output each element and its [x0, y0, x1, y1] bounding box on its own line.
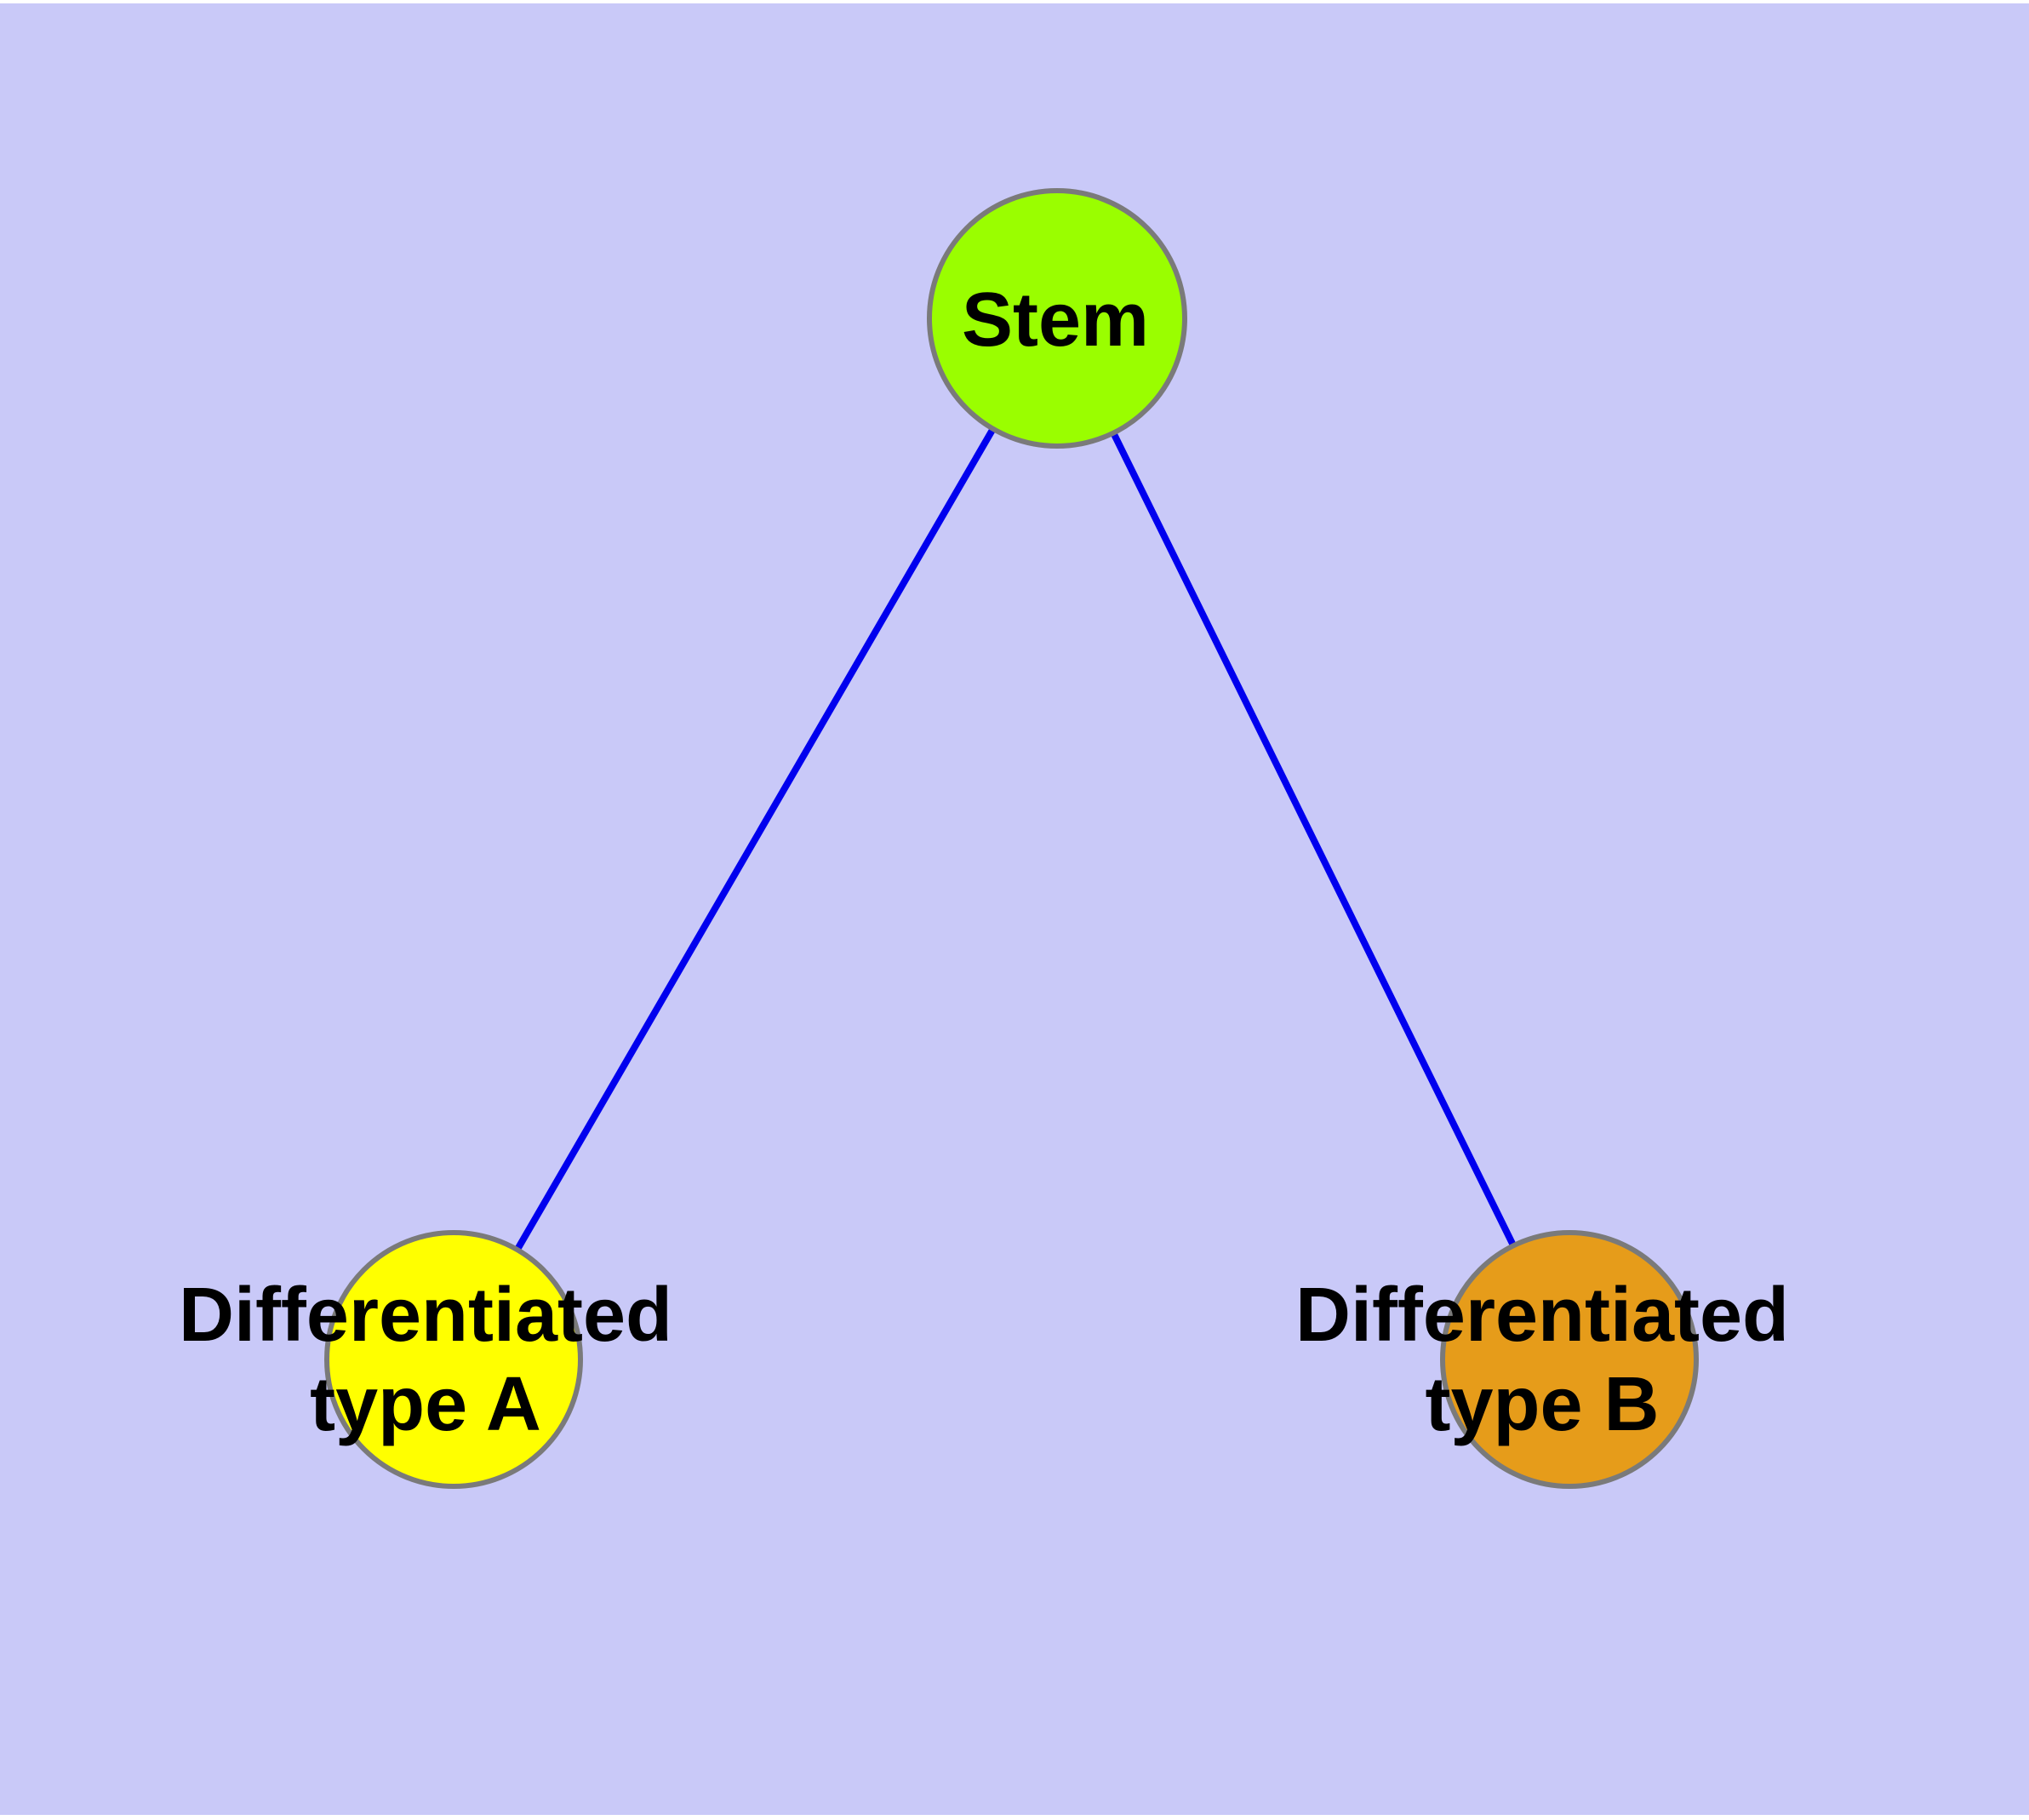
node-type-a	[324, 1230, 583, 1489]
page-margin-top	[0, 0, 2029, 3]
node-stem	[927, 188, 1187, 449]
node-stem-label: Stem	[962, 278, 1149, 363]
node-type-a-label-line2: type A	[310, 1362, 541, 1447]
node-type-b-label-line1: Differentiated	[1295, 1273, 1789, 1358]
node-type-b	[1440, 1230, 1699, 1489]
edge-stem-to-type-a	[450, 315, 1060, 1363]
edge-stem-to-type-b	[1054, 315, 1573, 1363]
node-type-b-label-line2: type B	[1425, 1362, 1659, 1447]
node-type-a-label-line1: Differentiated	[179, 1273, 672, 1358]
page-margin-bottom	[0, 1815, 2029, 1820]
